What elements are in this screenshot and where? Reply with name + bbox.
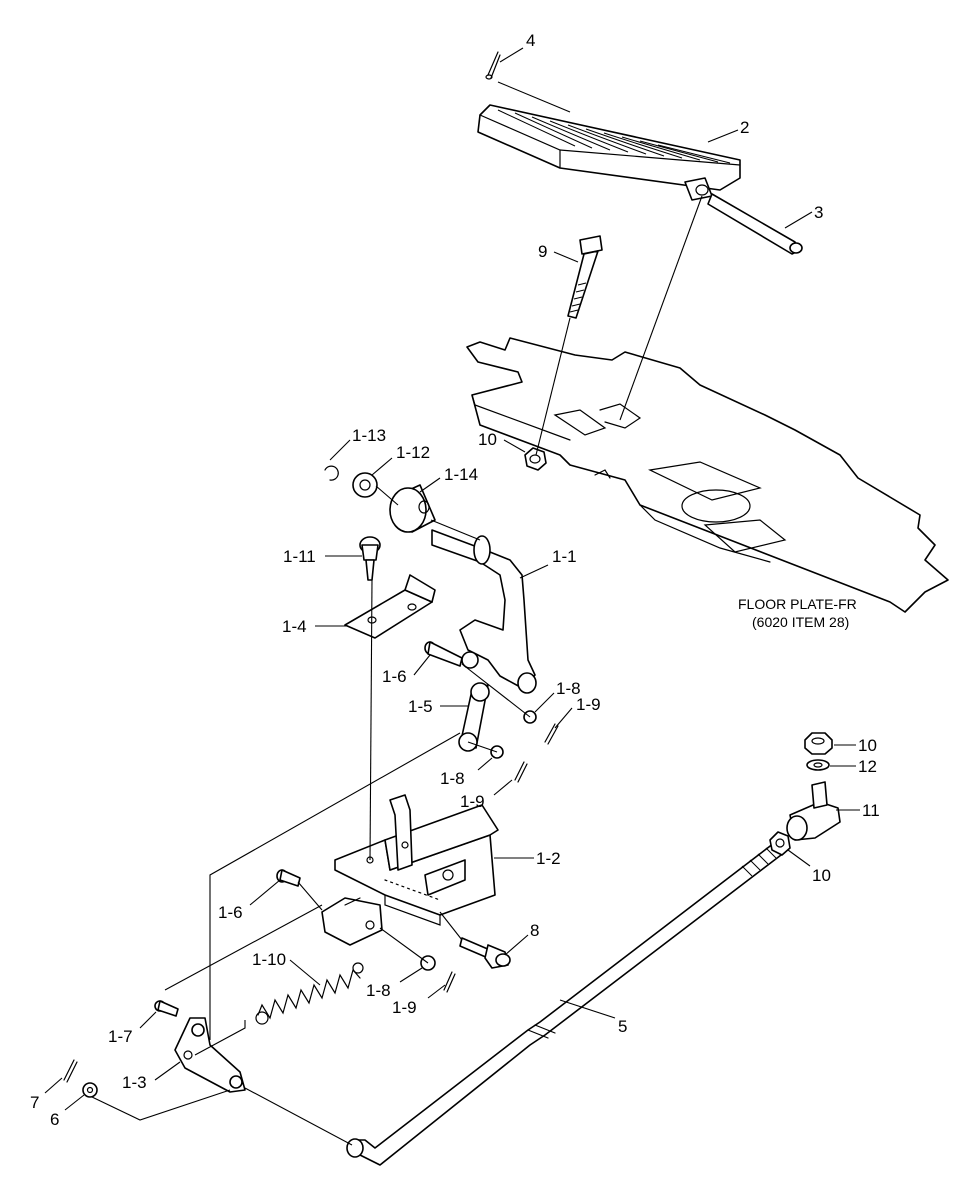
return-spring — [255, 962, 364, 1025]
bolt-1-11 — [359, 536, 381, 581]
callout-10-upper: 10 — [478, 430, 497, 449]
callout-12: 12 — [858, 757, 877, 776]
clevis-pin-lower — [276, 869, 301, 887]
floor-plate-reference: (6020 ITEM 28) — [752, 614, 849, 630]
nut-10-rod — [769, 831, 791, 856]
pivot-bracket — [344, 574, 436, 639]
clevis-pin-1-7 — [154, 1000, 179, 1017]
callout-8: 8 — [530, 921, 539, 940]
assembly-lines — [91, 195, 703, 1146]
callout-1-4: 1-4 — [282, 617, 307, 636]
callout-1-8-upper: 1-8 — [556, 679, 581, 698]
washer-6 — [82, 1082, 98, 1098]
callout-1-12: 1-12 — [396, 443, 430, 462]
callout-1-6-lower: 1-6 — [218, 903, 243, 922]
base-bracket — [334, 794, 499, 926]
callout-1-10: 1-10 — [252, 950, 286, 969]
floor-plate-label: FLOOR PLATE-FR — [738, 596, 857, 612]
callout-10-rod: 10 — [812, 866, 831, 885]
callout-1-5: 1-5 — [408, 697, 433, 716]
bolt-8 — [459, 937, 511, 969]
callout-1-13: 1-13 — [352, 426, 386, 445]
callout-1-2: 1-2 — [536, 849, 561, 868]
callout-6: 6 — [50, 1110, 59, 1129]
callout-9: 9 — [538, 242, 547, 261]
pedal-pad — [477, 104, 741, 201]
floor-plate — [466, 337, 949, 613]
bolt-9 — [567, 235, 603, 319]
link-rod — [458, 682, 490, 752]
split-pin-1-9-middle — [514, 761, 528, 783]
split-pin-1-9-lower — [443, 971, 456, 993]
callout-5: 5 — [618, 1017, 627, 1036]
lower-lever — [174, 1017, 246, 1093]
callout-11: 11 — [862, 801, 880, 820]
callout-1-14: 1-14 — [444, 465, 478, 484]
callout-1-9-upper: 1-9 — [576, 695, 601, 714]
pedal-arm — [431, 529, 537, 694]
callout-1-9-lower: 1-9 — [392, 998, 417, 1017]
callout-1-8-lower: 1-8 — [366, 981, 391, 1000]
callout-1-6-upper: 1-6 — [382, 667, 407, 686]
clevis-block — [321, 897, 383, 946]
callout-1-11: 1-11 — [283, 547, 316, 566]
clevis-pin-upper — [424, 641, 463, 667]
washer-12 — [806, 759, 830, 771]
leader-lines — [44, 47, 860, 1111]
callout-1-3: 1-3 — [122, 1073, 147, 1092]
split-pin-7 — [63, 1059, 78, 1083]
callout-4: 4 — [526, 31, 535, 50]
callout-7: 7 — [30, 1093, 39, 1112]
callout-10-right: 10 — [858, 736, 877, 755]
pedal-pin — [707, 193, 803, 255]
callout-3: 3 — [814, 203, 823, 222]
nut-10-right — [804, 732, 833, 755]
nut-10-upper — [524, 447, 547, 471]
callout-1-1: 1-1 — [552, 547, 577, 566]
split-pin-1-9-upper — [544, 723, 559, 745]
split-pin-4 — [485, 51, 501, 80]
washer-1-12 — [352, 472, 378, 498]
bushing — [389, 484, 436, 533]
callout-2: 2 — [740, 118, 749, 137]
callout-1-7: 1-7 — [108, 1027, 133, 1046]
e-clip-1-13 — [324, 465, 339, 481]
callout-labels: 4 2 3 9 10 1-13 1-12 1-14 1-11 1-1 1-4 1… — [30, 31, 880, 1129]
ball-joint — [786, 781, 841, 841]
callout-1-9-middle: 1-9 — [460, 792, 485, 811]
floor-plate-note: FLOOR PLATE-FR (6020 ITEM 28) — [738, 596, 857, 630]
callout-1-8-middle: 1-8 — [440, 769, 465, 788]
